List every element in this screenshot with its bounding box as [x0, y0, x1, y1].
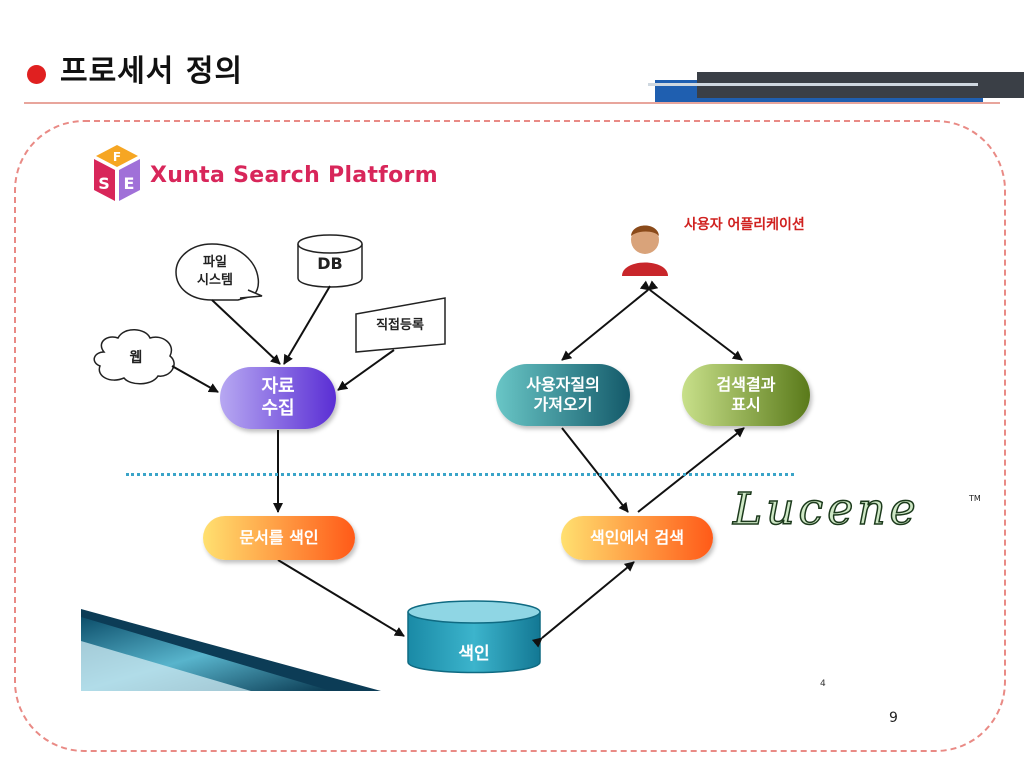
arrow-web-to-collect: [171, 365, 219, 393]
user-application-label: 사용자 어플리케이션: [684, 217, 805, 233]
dashed-content-frame: [14, 120, 1006, 752]
index-label: 색인: [458, 644, 490, 664]
title-underline: [24, 102, 1000, 104]
arrow-query-to-search: [561, 427, 629, 513]
svg-text:F: F: [113, 150, 121, 164]
panel-corner-decoration: [81, 609, 381, 691]
lucene-trademark: TM: [969, 494, 981, 503]
arrow-user-results: [639, 280, 743, 361]
direct-registration-label: 직접등록: [376, 318, 424, 333]
arrow-search-to-results: [637, 427, 745, 513]
arrow-db-to-collect: [283, 285, 331, 365]
arrow-index-docs-to-index: [277, 559, 405, 637]
logo-wordmark: Xunta Search Platform: [150, 163, 438, 188]
title-bullet-icon: [27, 65, 46, 84]
search-index-node: 색인에서 검색: [561, 516, 713, 560]
arrow-user-query: [561, 280, 659, 361]
page-number: 9: [889, 710, 898, 726]
db-label: DB: [317, 254, 343, 273]
layer-divider-line: [126, 473, 794, 476]
arrow-index-search-bidirectional: [531, 561, 635, 648]
filesystem-label-line1: 파일: [203, 255, 227, 270]
footnote-mark: 4: [820, 679, 826, 689]
show-results-label: 검색결과 표시: [716, 375, 776, 414]
diagram-panel: [81, 141, 841, 691]
user-person-icon: [622, 225, 668, 276]
page-title: 프로세서 정의: [60, 54, 244, 89]
lucene-logo: Lucene: [732, 483, 920, 536]
get-user-query-label: 사용자질의 가져오기: [526, 375, 600, 414]
arrow-direct-to-collect: [337, 349, 395, 391]
filesystem-bubble: [175, 243, 263, 301]
collect-data-label: 자료 수집: [261, 375, 295, 420]
index-documents-label: 문서를 색인: [239, 528, 319, 547]
collect-data-node: 자료 수집: [220, 367, 336, 429]
get-user-query-node: 사용자질의 가져오기: [496, 364, 630, 426]
arrow-filesystem-to-collect: [211, 299, 281, 365]
filesystem-label-line2: 시스템: [197, 273, 233, 288]
svg-text:S: S: [98, 174, 110, 193]
web-cloud: [93, 329, 175, 385]
show-results-node: 검색결과 표시: [682, 364, 810, 426]
search-index-label: 색인에서 검색: [590, 528, 684, 547]
fse-logo-icon: F S E: [94, 145, 140, 201]
svg-text:E: E: [124, 174, 135, 193]
direct-registration-box: [355, 297, 446, 353]
index-cylinder: [407, 600, 541, 674]
index-documents-node: 문서를 색인: [203, 516, 355, 560]
web-label: 웹: [129, 350, 143, 366]
header-decoration-line: [648, 83, 978, 86]
